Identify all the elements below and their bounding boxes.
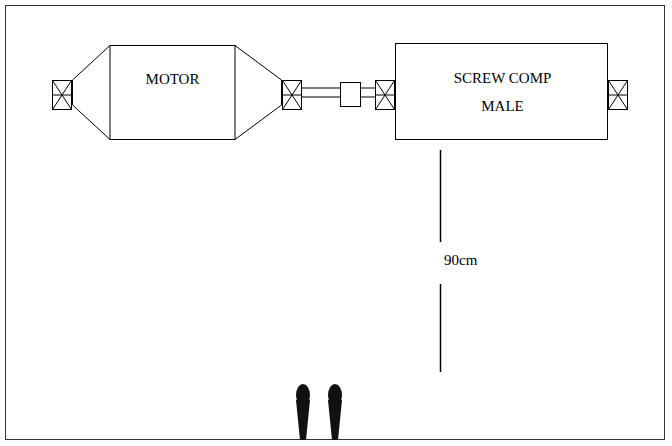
coupling: [341, 83, 361, 107]
motor-body: MOTOR: [72, 45, 282, 140]
microphones: [296, 384, 342, 440]
motor-outline: [72, 45, 282, 140]
part-name: MOTOR: [110, 65, 235, 93]
compressor-box: SCREW COMP MALE: [395, 43, 608, 140]
part-name: SCREW COMP MALE: [444, 64, 562, 120]
frame: [6, 6, 665, 440]
dimension-label: 90cm: [442, 252, 479, 269]
